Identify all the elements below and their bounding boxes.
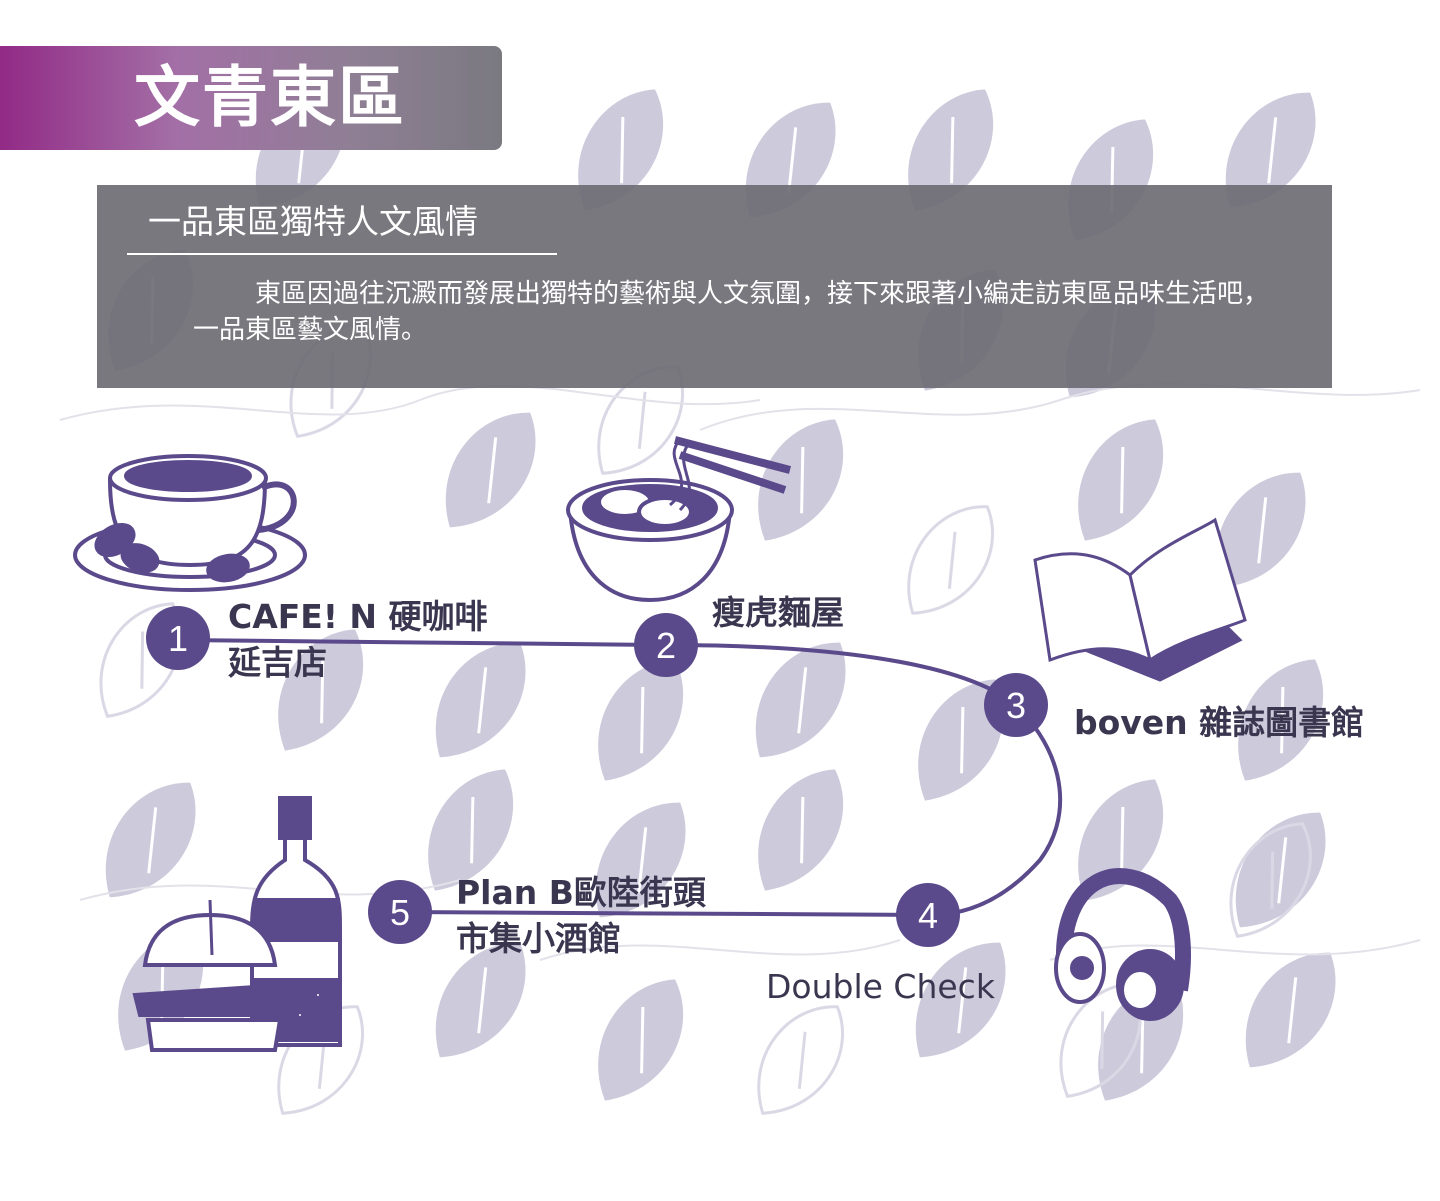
- header-banner: [0, 46, 502, 150]
- stop-2-name: 瘦虎麵屋: [712, 593, 844, 632]
- stop-number-1: 1: [168, 618, 188, 659]
- stop-marker-2: [634, 613, 698, 677]
- intro-body-text: 東區因過往沉澱而發展出獨特的藝術與人文氛圍，接下來跟著小編走訪東區品味生活吧，一…: [193, 279, 1270, 345]
- headphones-icon: [1054, 868, 1191, 1021]
- noodle-bowl-icon: [566, 436, 792, 603]
- intro-divider: [127, 253, 557, 255]
- stop-number-3: 3: [1006, 685, 1026, 726]
- stop-marker-3: [984, 673, 1048, 737]
- stop-1-name: CAFE! N 硬咖啡: [228, 597, 488, 636]
- intro-heading: 一品東區獨特人文風情: [148, 202, 478, 241]
- stop-1-branch: 延吉店: [228, 643, 327, 682]
- stop-4-name: Double Check: [766, 967, 995, 1006]
- route-path: [177, 638, 1063, 918]
- coffee-cup-icon: [73, 454, 307, 592]
- open-book-icon: [1033, 517, 1247, 682]
- stop-5-name-line2: 市集小酒館: [456, 919, 621, 958]
- stop-5-name: Plan B歐陸街頭: [456, 873, 706, 912]
- burger-bottle-icon: [132, 796, 342, 1052]
- stop-marker-4: [896, 883, 960, 947]
- intro-box: [97, 185, 1332, 388]
- stop-marker-1: [146, 606, 210, 670]
- stop-number-2: 2: [656, 625, 676, 666]
- stop-number-5: 5: [390, 892, 410, 933]
- page-title: 文青東區: [134, 59, 406, 136]
- stop-marker-5: [368, 880, 432, 944]
- stop-number-4: 4: [918, 895, 938, 936]
- stop-3-name: boven 雜誌圖書館: [1074, 703, 1365, 742]
